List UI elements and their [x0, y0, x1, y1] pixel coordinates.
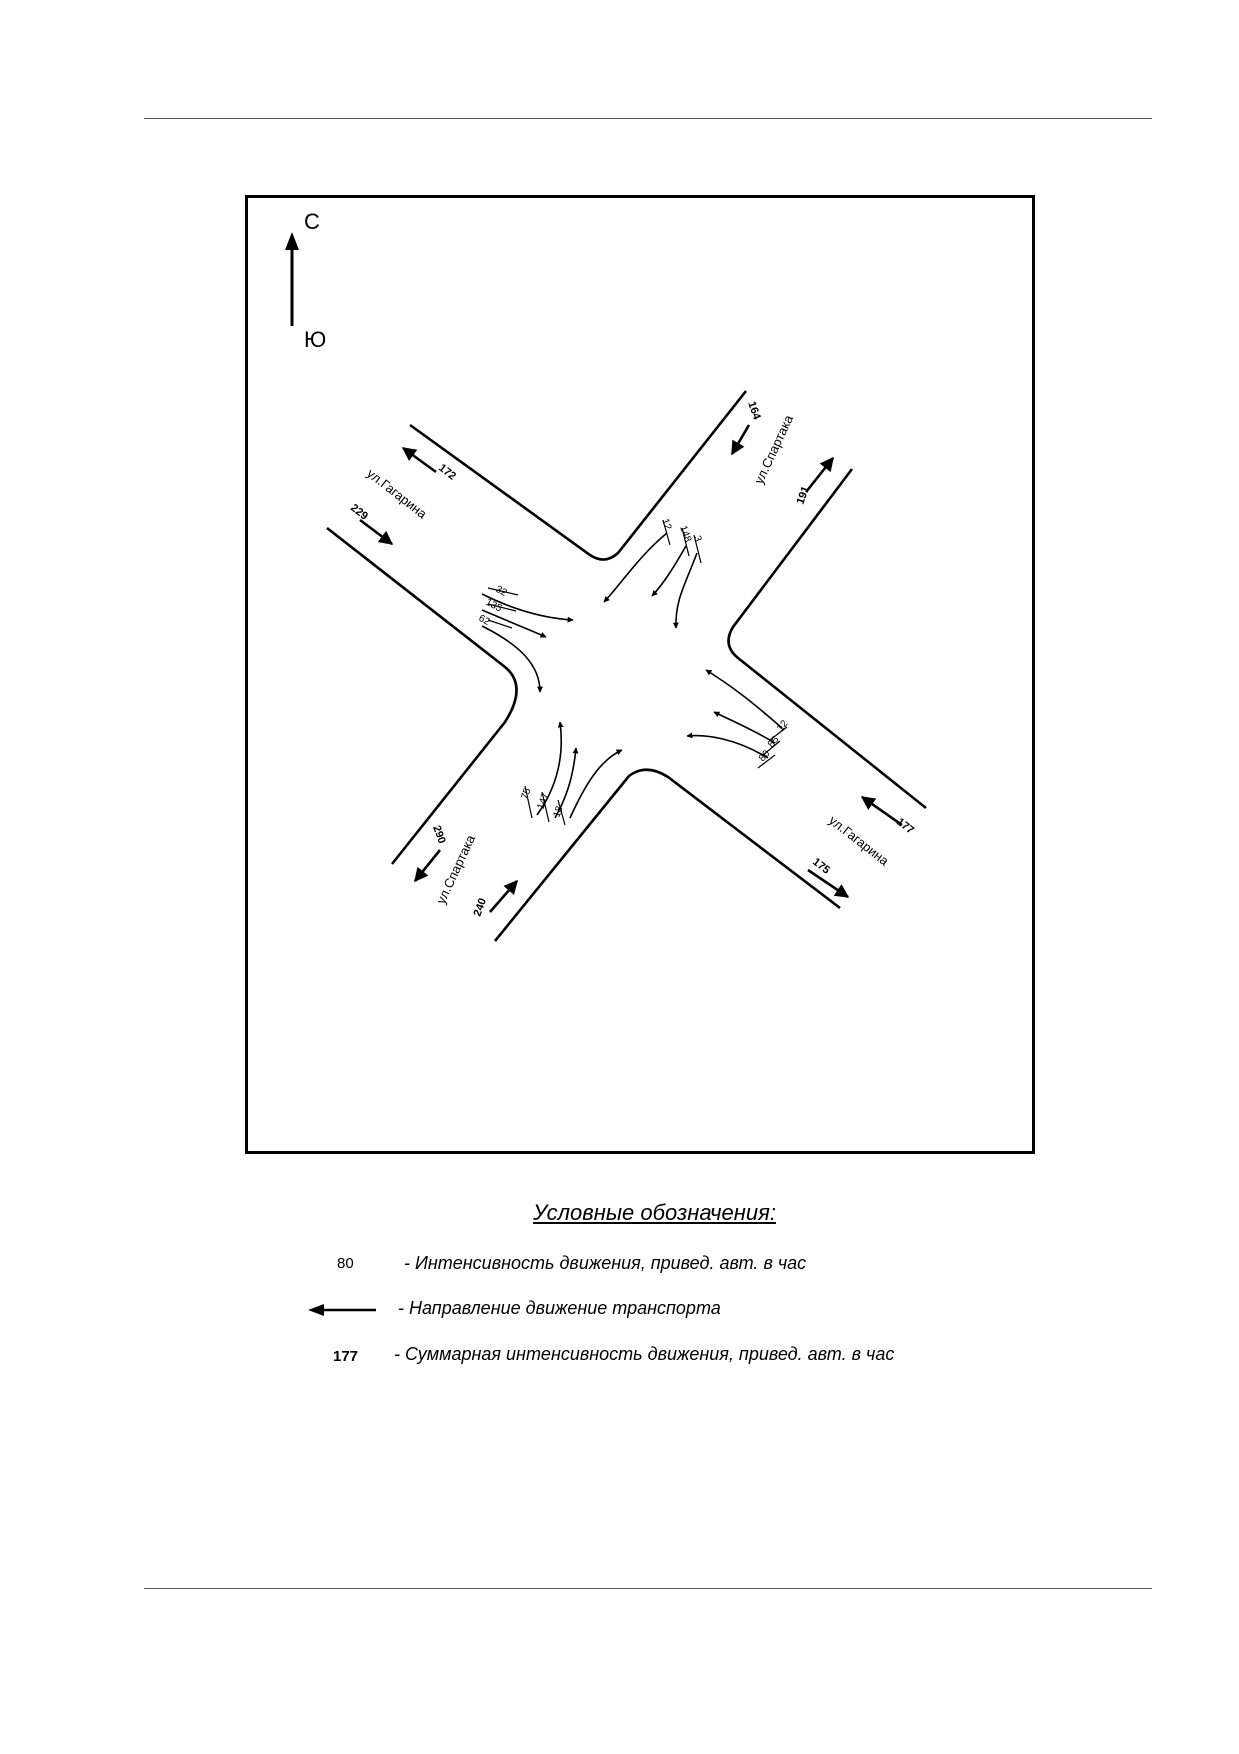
total-value: 172 — [436, 462, 458, 483]
flow-arrow-sw-out — [413, 849, 442, 883]
legend-title: Условные обозначения: — [533, 1200, 776, 1225]
turn-value: 12 — [775, 718, 791, 734]
legend-total-key: 177 — [333, 1348, 359, 1365]
turn-value: 62 — [477, 613, 492, 628]
turn-arrow-ne-through — [651, 545, 687, 597]
compass-north-label: С — [304, 209, 320, 234]
turn-value: 80 — [757, 748, 773, 764]
total-value: 290 — [430, 824, 448, 845]
flow-arrow-nw-out — [401, 446, 437, 474]
street-name: ул.Спартака — [751, 412, 796, 486]
road-edge-south — [493, 768, 841, 942]
turn-arrows — [481, 532, 783, 819]
turn-arrow-ne-right — [603, 532, 668, 603]
flow-arrow-ne-out — [804, 456, 835, 493]
legend-intensity-key: 80 — [337, 1255, 354, 1272]
turn-arrow-nw-through — [481, 609, 547, 638]
total-value: 164 — [745, 400, 763, 422]
road-edge-west — [326, 526, 518, 865]
turn-arrow-sw-left — [569, 749, 623, 819]
flow-arrow-sw-in — [489, 879, 518, 913]
legend-arrow-icon — [308, 1304, 376, 1316]
street-name: ул.Гагарина — [364, 466, 430, 522]
road-edge-east — [727, 468, 927, 810]
turn-arrow-ne-left — [672, 552, 698, 629]
total-value: 191 — [795, 485, 813, 506]
turn-value: 3 — [691, 534, 703, 543]
turn-value: 75 — [519, 786, 533, 801]
road-edges — [326, 390, 927, 942]
turn-arrow-se-through — [713, 711, 776, 744]
turn-arrow-sw-through — [554, 747, 579, 819]
turn-arrow-sw-right — [536, 721, 564, 816]
flow-arrow-se-in — [860, 795, 903, 827]
flow-arrow-ne-in — [730, 424, 751, 456]
bottom-rule — [144, 1588, 1152, 1589]
legend-intensity-text: - Интенсивность движения, привед. авт. в… — [404, 1253, 807, 1273]
turn-value: 32 — [494, 584, 509, 599]
total-values: 172 229 164 191 177 175 290 240 — [348, 400, 916, 918]
diagram-frame — [245, 195, 1035, 1154]
compass-south-label: Ю — [304, 327, 326, 352]
north-arrow-icon — [285, 232, 299, 326]
turn-value: 85 — [766, 734, 782, 750]
legend-total-text: - Суммарная интенсивность движения, прив… — [394, 1344, 895, 1364]
turn-arrow-nw-left — [481, 625, 543, 693]
turn-arrow-se-right — [705, 669, 783, 729]
turn-arrow-nw-right — [481, 593, 574, 623]
flow-arrow-nw-in — [359, 518, 394, 546]
total-value: 177 — [894, 816, 916, 837]
top-rule — [144, 118, 1152, 119]
flow-arrow-se-out — [807, 868, 850, 899]
turn-value: 148 — [677, 524, 693, 544]
legend-direction-text: - Направление движение транспорта — [398, 1298, 721, 1318]
turn-value: 18 — [551, 804, 565, 819]
total-value: 229 — [348, 502, 370, 523]
total-value: 240 — [472, 897, 490, 918]
turn-value: 12 — [659, 517, 673, 532]
street-name: ул.Гагарина — [826, 813, 892, 869]
total-flow-arrows — [359, 424, 903, 913]
road-edge-north — [409, 390, 748, 561]
turn-value-ticks — [487, 519, 788, 826]
turn-arrow-se-left — [686, 732, 769, 759]
